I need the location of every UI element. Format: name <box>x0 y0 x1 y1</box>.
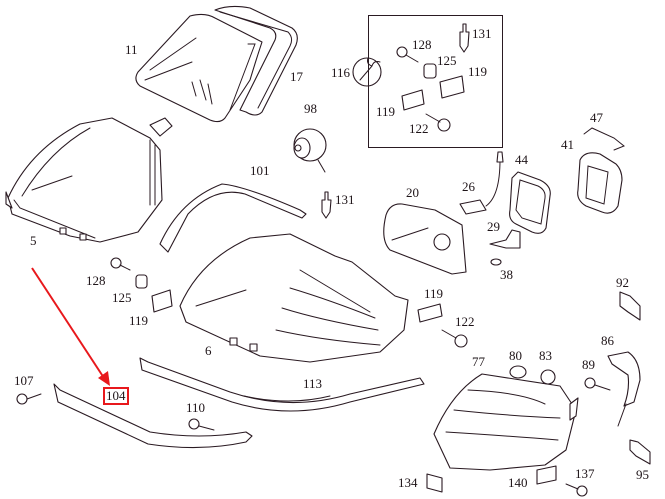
part-92-bracket[interactable] <box>619 291 641 321</box>
label-119-kit-b[interactable]: 119 <box>376 104 396 119</box>
label-6[interactable]: 6 <box>205 343 212 358</box>
label-44[interactable]: 44 <box>515 152 528 167</box>
part-140-clip[interactable] <box>536 465 557 485</box>
label-128[interactable]: 128 <box>86 273 106 288</box>
label-107[interactable]: 107 <box>14 373 34 388</box>
label-80[interactable]: 80 <box>509 348 522 363</box>
part-125-nut[interactable] <box>135 274 148 289</box>
part-110-screw[interactable] <box>188 418 215 431</box>
label-29[interactable]: 29 <box>487 219 500 234</box>
label-89[interactable]: 89 <box>582 357 595 372</box>
kit-part-122[interactable] <box>425 113 451 132</box>
part-41-housing[interactable] <box>577 152 623 214</box>
part-119-clip-right[interactable] <box>417 303 443 323</box>
part-38-bulb[interactable] <box>490 258 502 266</box>
label-122[interactable]: 122 <box>455 314 475 329</box>
kit-part-125[interactable] <box>423 63 437 79</box>
wrench-icon <box>352 57 382 87</box>
label-119-right[interactable]: 119 <box>424 286 444 301</box>
kit-part-119-b[interactable] <box>401 89 425 111</box>
label-131[interactable]: 131 <box>335 192 355 207</box>
label-125-kit[interactable]: 125 <box>437 53 457 68</box>
part-20-foglamp[interactable] <box>383 203 467 275</box>
part-101-trim[interactable] <box>159 183 307 253</box>
label-92[interactable]: 92 <box>616 275 629 290</box>
highlight-arrow <box>31 267 110 386</box>
label-125[interactable]: 125 <box>112 290 132 305</box>
part-131-pin[interactable] <box>321 191 332 219</box>
label-38[interactable]: 38 <box>500 267 513 282</box>
part-26-bulb[interactable] <box>459 151 504 215</box>
label-131-kit[interactable]: 131 <box>472 26 492 41</box>
label-17[interactable]: 17 <box>290 69 303 84</box>
part-104-trim[interactable] <box>53 383 253 449</box>
kit-part-131[interactable] <box>459 23 470 53</box>
label-20[interactable]: 20 <box>406 185 419 200</box>
part-137-screw[interactable] <box>565 483 588 497</box>
part-128-screw[interactable] <box>110 257 131 271</box>
part-17-gasket[interactable] <box>214 5 298 116</box>
part-113-strip[interactable] <box>139 357 425 412</box>
part-80-bulb[interactable] <box>509 365 527 379</box>
label-83[interactable]: 83 <box>539 348 552 363</box>
part-86-bracket[interactable] <box>607 351 641 427</box>
kit-part-128[interactable] <box>396 46 419 63</box>
label-137[interactable]: 137 <box>575 466 595 481</box>
label-119-kit-a[interactable]: 119 <box>468 64 488 79</box>
part-89-screw[interactable] <box>584 377 611 391</box>
label-11[interactable]: 11 <box>125 42 138 57</box>
label-110[interactable]: 110 <box>186 400 206 415</box>
label-95[interactable]: 95 <box>636 467 649 482</box>
label-119[interactable]: 119 <box>129 313 149 328</box>
part-5-headlamp[interactable] <box>5 117 173 243</box>
part-83-socket[interactable] <box>540 369 556 385</box>
label-47[interactable]: 47 <box>590 110 603 125</box>
label-26[interactable]: 26 <box>462 179 475 194</box>
part-11-lens[interactable] <box>135 13 263 123</box>
part-6-headlamp[interactable] <box>179 233 409 363</box>
part-98-cap[interactable] <box>293 128 327 173</box>
part-77-taillamp[interactable] <box>433 373 579 471</box>
label-140[interactable]: 140 <box>508 475 528 490</box>
part-47-seal[interactable] <box>583 127 625 151</box>
label-5[interactable]: 5 <box>30 233 37 248</box>
label-128-kit[interactable]: 128 <box>412 37 432 52</box>
part-122-screw[interactable] <box>441 329 468 348</box>
kit-part-119-a[interactable] <box>439 75 465 99</box>
label-104-highlighted[interactable]: 104 <box>103 387 129 405</box>
label-98[interactable]: 98 <box>304 101 317 116</box>
label-41[interactable]: 41 <box>561 137 574 152</box>
part-119-clip[interactable] <box>151 289 173 313</box>
part-44-gasket[interactable] <box>509 171 551 234</box>
part-134-clip[interactable] <box>426 473 443 493</box>
label-113[interactable]: 113 <box>303 376 323 391</box>
label-86[interactable]: 86 <box>601 333 614 348</box>
part-95-clip[interactable] <box>629 439 651 465</box>
label-116[interactable]: 116 <box>331 65 351 80</box>
part-107-screw[interactable] <box>16 393 42 405</box>
label-134[interactable]: 134 <box>398 475 418 490</box>
label-101[interactable]: 101 <box>250 163 270 178</box>
label-122-kit[interactable]: 122 <box>409 121 429 136</box>
kit-box-116 <box>368 15 503 148</box>
label-77[interactable]: 77 <box>472 354 485 369</box>
part-29-bulb[interactable] <box>489 229 521 249</box>
